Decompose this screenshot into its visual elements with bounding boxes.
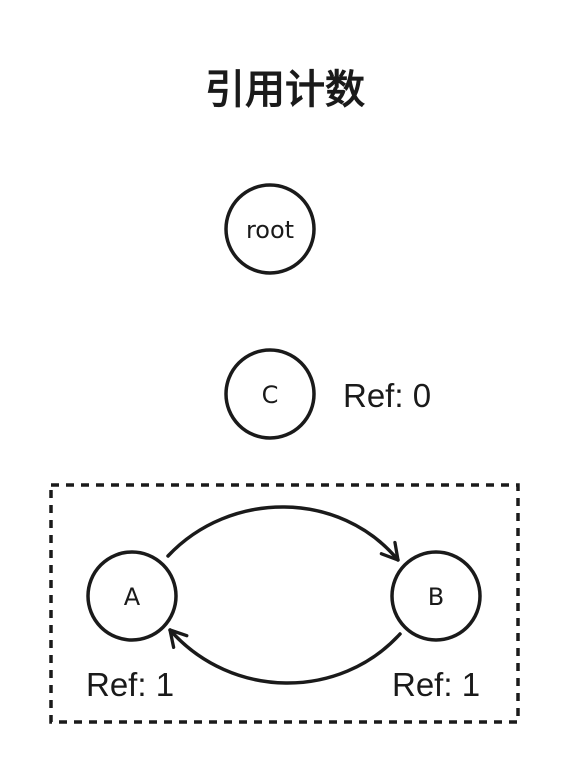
- node-a-ref-count: Ref: 1: [86, 666, 174, 703]
- node-b-circle: [390, 550, 482, 642]
- edge-a-to-b-arrow: [166, 505, 400, 562]
- node-a-circle: [86, 550, 178, 642]
- node-root-circle: [224, 183, 316, 275]
- cycle-boundary-box: [49, 483, 520, 724]
- node-b-ref-count: Ref: 1: [392, 666, 480, 703]
- node-b-label: B: [428, 583, 444, 611]
- node-a-label: A: [124, 583, 141, 611]
- node-c-ref-count: Ref: 0: [343, 377, 431, 414]
- edge-b-to-a-arrow: [168, 628, 402, 685]
- node-c-circle: [224, 348, 316, 440]
- node-root-label: root: [246, 216, 294, 244]
- diagram-title: 引用计数: [205, 67, 365, 113]
- node-c-label: C: [262, 381, 279, 409]
